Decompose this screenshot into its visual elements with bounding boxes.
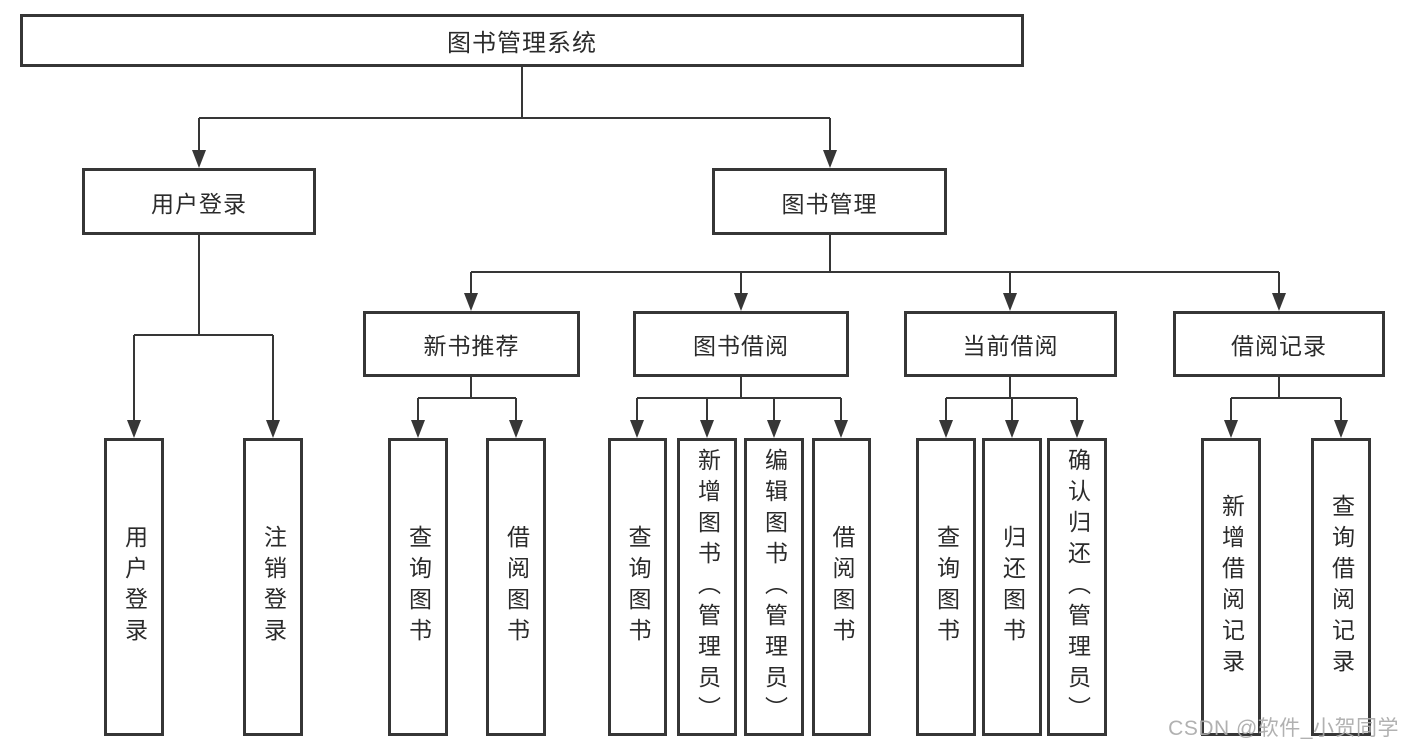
- leaf-confirm-return-admin: 确认归还（管理员）: [1047, 438, 1107, 736]
- node-borrow-records: 借阅记录: [1173, 311, 1385, 377]
- arrowheads: [127, 150, 1348, 438]
- leaf-borrow-books: 借阅图书: [812, 438, 871, 736]
- leaf-edit-books-admin: 编辑图书（管理员）: [744, 438, 804, 736]
- leaf-add-books-admin: 新增图书（管理员）: [677, 438, 737, 736]
- leaf-borrow-books-recommend: 借阅图书: [486, 438, 546, 736]
- leaf-query-books-borrow: 查询图书: [608, 438, 667, 736]
- leaf-query-borrow-record: 查询借阅记录: [1311, 438, 1371, 736]
- node-user-login: 用户登录: [82, 168, 316, 235]
- leaf-logout: 注销登录: [243, 438, 303, 736]
- node-book-management: 图书管理: [712, 168, 947, 235]
- node-book-borrow: 图书借阅: [633, 311, 849, 377]
- leaf-query-books-current: 查询图书: [916, 438, 976, 736]
- connector-segments: [133, 67, 1342, 423]
- leaf-query-books-recommend: 查询图书: [388, 438, 448, 736]
- node-root-system: 图书管理系统: [20, 14, 1024, 67]
- csdn-watermark: CSDN @软件_小贺同学: [1168, 717, 1399, 740]
- node-new-book-recommend: 新书推荐: [363, 311, 580, 377]
- leaf-add-borrow-record: 新增借阅记录: [1201, 438, 1261, 736]
- node-current-borrow: 当前借阅: [904, 311, 1117, 377]
- leaf-return-books: 归还图书: [982, 438, 1042, 736]
- leaf-user-login: 用户登录: [104, 438, 164, 736]
